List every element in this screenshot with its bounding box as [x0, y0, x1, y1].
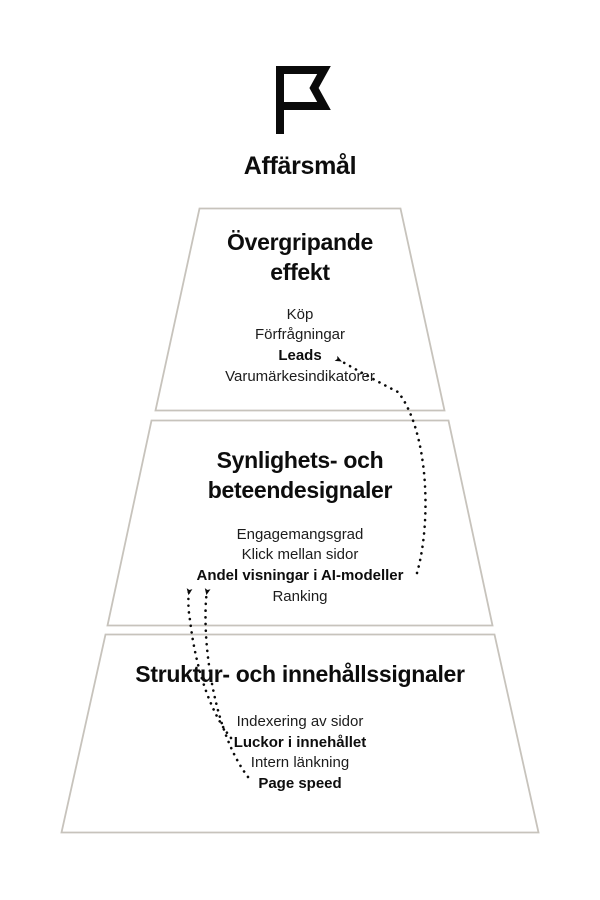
list-item: Leads	[278, 347, 322, 365]
list-item: Varumärkesindikatorer	[225, 367, 375, 385]
tier-bottom-heading-line1: Struktur- och innehållssignaler	[135, 661, 465, 687]
list-item: Ranking	[272, 587, 328, 605]
tier-top-heading: Övergripande effekt	[0, 228, 600, 288]
tier-middle-item-list: Engagemangsgrad Klick mellan sidor Andel…	[0, 525, 600, 608]
list-item: Indexering av sidor	[236, 712, 364, 730]
flag-icon	[276, 66, 331, 134]
tier-top-heading-line2: effekt	[270, 258, 330, 285]
apex-title: Affärsmål	[243, 152, 357, 180]
tier-middle-heading-line1: Synlighets- och	[216, 447, 384, 473]
tier-middle-heading-line2: beteendesignaler	[207, 476, 393, 503]
tier-middle-content: Synlighets- och beteendesignaler Engagem…	[0, 446, 600, 608]
tier-bottom-heading: Struktur- och innehållssignaler	[0, 660, 600, 690]
tier-top-heading-line1: Övergripande	[227, 229, 373, 255]
list-item: Intern länkning	[250, 754, 350, 772]
tier-top-content: Övergripande effekt Köp Förfrågningar Le…	[0, 228, 600, 388]
tier-top-item-list: Köp Förfrågningar Leads Varumärkesindika…	[0, 305, 600, 388]
list-item: Köp	[286, 305, 314, 323]
list-item: Luckor i innehållet	[233, 733, 367, 751]
list-item: Klick mellan sidor	[241, 546, 359, 564]
list-item: Page speed	[258, 774, 342, 792]
list-item: Engagemangsgrad	[236, 525, 364, 543]
list-item: Förfrågningar	[254, 326, 346, 344]
tier-middle-heading: Synlighets- och beteendesignaler	[0, 446, 600, 506]
tier-bottom-content: Struktur- och innehållssignaler Indexeri…	[0, 660, 600, 795]
list-item: Andel visningar i AI-modeller	[196, 567, 404, 585]
flag-icon-container	[0, 62, 600, 142]
tier-bottom-item-list: Indexering av sidor Luckor i innehållet …	[0, 712, 600, 795]
